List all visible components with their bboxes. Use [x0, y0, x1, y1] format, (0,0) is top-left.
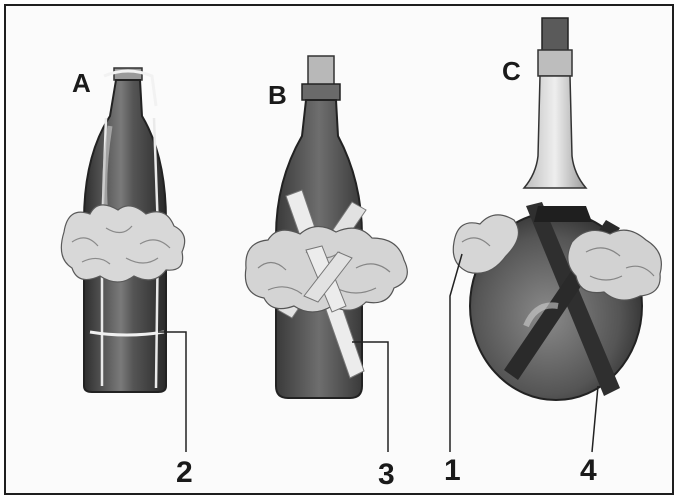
- bottle-c-neck: [524, 76, 586, 188]
- figure-frame: A B C 2 3 1 4: [4, 4, 674, 495]
- label-a: A: [72, 68, 91, 99]
- label-c: C: [502, 56, 521, 87]
- bottle-c: [453, 18, 661, 400]
- callout-line-1: [450, 254, 462, 452]
- bottle-a: [61, 68, 184, 392]
- callout-number-3: 3: [378, 458, 395, 492]
- callout-number-2: 2: [176, 456, 193, 490]
- bottle-illustration: [6, 6, 676, 497]
- bottle-a-straw-packing: [61, 205, 184, 282]
- callout-line-4: [592, 386, 598, 452]
- bottle-c-cork: [542, 18, 568, 52]
- callout-number-1: 1: [444, 454, 461, 488]
- bottle-b-cork: [308, 56, 334, 86]
- label-b: B: [268, 80, 287, 111]
- callout-number-4: 4: [580, 454, 597, 488]
